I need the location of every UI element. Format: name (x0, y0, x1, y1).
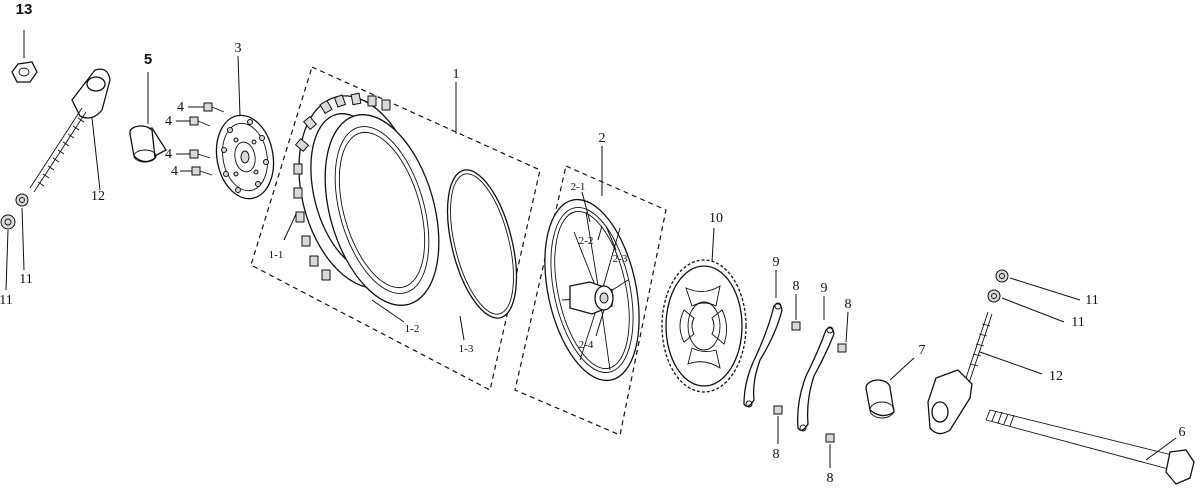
callout-5: 5 (144, 51, 152, 68)
part-9-chain-guide-b (797, 296, 835, 432)
part-13-nut (11, 30, 38, 83)
callout-9-a: 9 (773, 255, 780, 270)
callout-4-b: 4 (165, 114, 172, 129)
callout-8-c: 8 (773, 447, 780, 462)
part-2-wheel (544, 198, 640, 382)
callout-9-b: 9 (821, 281, 828, 296)
part-1-2-rim-band (324, 114, 440, 306)
callout-11-left-b: 11 (0, 293, 13, 308)
callout-2: 2 (599, 131, 606, 146)
callout-4-d: 4 (171, 164, 178, 179)
callout-8-a: 8 (793, 279, 800, 294)
part-12-right-chain-adjuster (927, 311, 1043, 435)
part-1-3-tube (446, 169, 518, 319)
callout-12-left: 12 (91, 189, 105, 204)
callout-1-2: 1-2 (405, 323, 420, 335)
callout-11-right-a: 11 (1085, 293, 1098, 308)
part-12-left-chain-adjuster (29, 68, 111, 193)
callout-2-1: 2-1 (571, 181, 586, 193)
callout-10: 10 (709, 211, 723, 226)
part-8-bolts (773, 294, 849, 468)
callout-1-1: 1-1 (269, 249, 284, 261)
group-1-dashed-box (250, 66, 541, 391)
leader-1-2 (371, 299, 405, 323)
callout-3: 3 (235, 41, 242, 56)
leader-2-4 (595, 309, 605, 337)
part-3-brake-disc (215, 55, 275, 200)
callout-4-c: 4 (165, 147, 172, 162)
callout-13: 13 (16, 1, 33, 18)
callout-7: 7 (919, 343, 926, 358)
group-2-dashed-box (514, 165, 667, 436)
callout-12-right: 12 (1049, 369, 1063, 384)
part-9-chain-guide-a (743, 270, 783, 408)
part-11-left-washers (0, 193, 29, 291)
leader-1-1 (283, 213, 297, 241)
part-4-bolts (176, 102, 225, 176)
part-7-spacer (865, 357, 915, 419)
callout-4-a: 4 (177, 100, 184, 115)
callout-2-3: 2-3 (613, 253, 628, 265)
leader-1-3 (459, 315, 465, 341)
part-10-sprocket (661, 227, 747, 393)
callout-11-right-b: 11 (1071, 315, 1084, 330)
callout-1-3: 1-3 (459, 343, 474, 355)
part-5-spacer (129, 72, 167, 163)
callout-8-d: 8 (827, 471, 834, 486)
leader-2-2 (597, 225, 603, 241)
leader-2-3 (605, 225, 617, 251)
callout-8-b: 8 (845, 297, 852, 312)
leader-2-1 (581, 191, 591, 223)
callout-6: 6 (1179, 425, 1186, 440)
callout-2-2: 2-2 (579, 235, 594, 247)
part-11-right-washers (987, 269, 1081, 323)
callout-11-left-a: 11 (19, 272, 32, 287)
part-6-axle (985, 409, 1195, 485)
callout-1: 1 (453, 67, 460, 82)
callout-2-4: 2-4 (579, 339, 594, 351)
